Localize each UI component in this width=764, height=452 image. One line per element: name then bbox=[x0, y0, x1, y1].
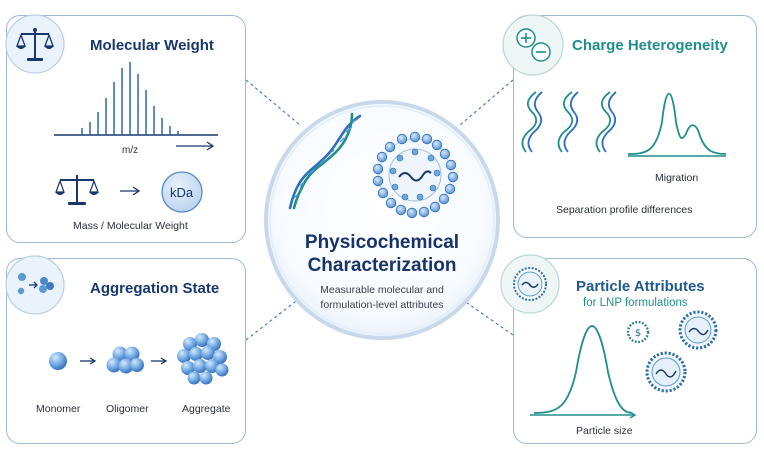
monomer-label: Monomer bbox=[36, 403, 81, 415]
plus-minus-icon bbox=[502, 14, 564, 76]
center-subtitle-line1: Measurable molecular and bbox=[320, 284, 444, 296]
aggregate-label: Aggregate bbox=[182, 403, 231, 415]
lipid-nanoparticle-icon bbox=[500, 254, 560, 314]
center-title-line1: Physicochemical bbox=[304, 232, 460, 253]
svg-text:$: $ bbox=[635, 328, 641, 339]
molecular-weight-caption: Mass / Molecular Weight bbox=[73, 220, 188, 232]
balance-scale-icon bbox=[5, 14, 65, 74]
particle-cluster-icon bbox=[5, 255, 65, 315]
particle-size-axis-label: Particle size bbox=[576, 425, 633, 437]
mz-axis-label: m/z bbox=[122, 145, 139, 156]
center-title-line2: Characterization bbox=[307, 255, 457, 276]
arrow-right-icon bbox=[176, 141, 215, 151]
migration-axis-label: Migration bbox=[655, 172, 699, 184]
center-subtitle-line2: formulation-level attributes bbox=[320, 299, 444, 311]
molecular-weight-title: Molecular Weight bbox=[90, 37, 214, 54]
particle-size-distribution-plot bbox=[530, 325, 637, 419]
rna-strands-icon bbox=[521, 91, 617, 153]
oligomer-label: Oligomer bbox=[106, 403, 149, 415]
arrow-right-icon bbox=[120, 186, 141, 196]
lnp-particles-icon: $ bbox=[626, 310, 718, 393]
migration-profile-plot bbox=[627, 92, 727, 157]
mass-spectrum-plot bbox=[54, 62, 218, 136]
dna-helix-icon bbox=[288, 112, 362, 210]
particle-attributes-subtitle: for LNP formulations bbox=[583, 297, 688, 309]
charge-heterogeneity-caption: Separation profile differences bbox=[556, 204, 693, 216]
charge-heterogeneity-title: Charge Heterogeneity bbox=[572, 37, 728, 54]
kda-label: kDa bbox=[170, 185, 194, 200]
aggregation-state-title: Aggregation State bbox=[90, 280, 220, 297]
kda-badge bbox=[161, 171, 203, 213]
particle-attributes-title: Particle Attributes bbox=[576, 278, 705, 295]
aggregation-progression bbox=[49, 333, 229, 385]
lipid-nanoparticle-large-icon bbox=[372, 131, 459, 219]
balance-scale-small-icon bbox=[55, 175, 99, 205]
